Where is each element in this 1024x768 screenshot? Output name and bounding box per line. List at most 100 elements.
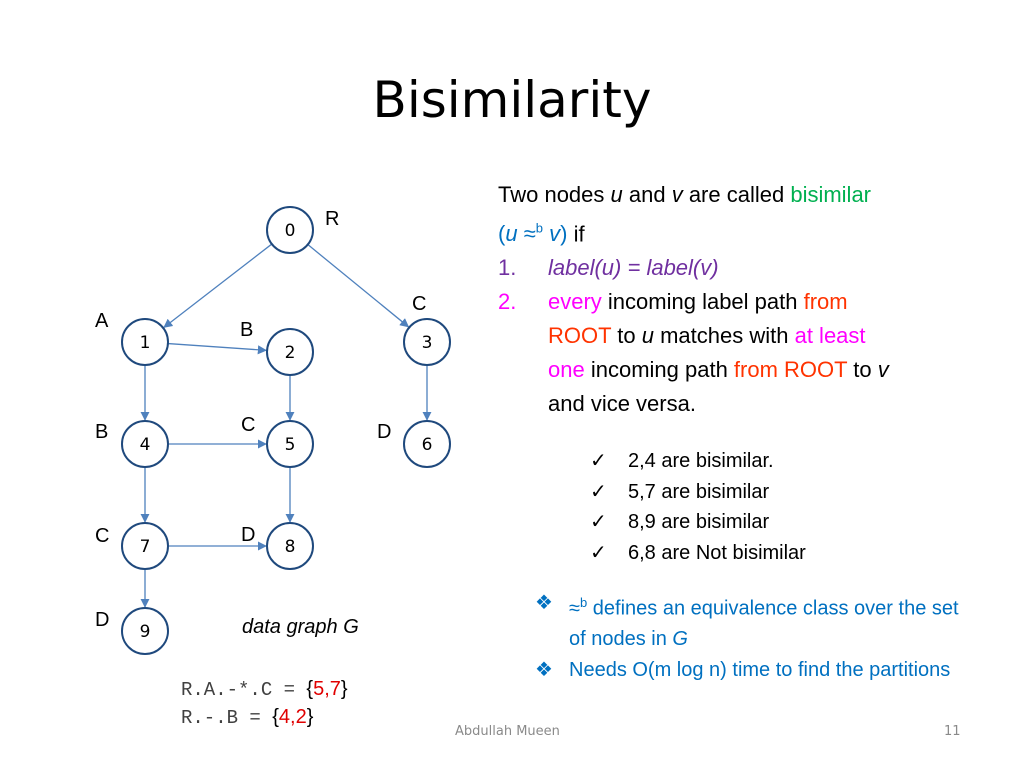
query-2-close: } — [306, 706, 314, 728]
checkmark-icon: ✓ — [590, 541, 607, 564]
def-text: are called — [682, 182, 791, 207]
notation-close: ) — [560, 221, 568, 247]
checkmark-icon: ✓ — [590, 480, 607, 503]
cond2-at-least: at least — [794, 323, 866, 349]
check-item-text: 5,7 are bisimilar — [628, 480, 770, 503]
node-7 — [121, 522, 169, 570]
cond2-one: one — [548, 357, 585, 383]
def-v: v — [671, 182, 683, 207]
check-item: ✓ 6,8 are Not bisimilar — [590, 538, 806, 569]
query-1: R.A.-*.C = {5,7} — [181, 678, 348, 701]
cond2-text: incoming path — [584, 357, 734, 383]
query-1-open: { — [306, 678, 314, 700]
node-id-2: 2 — [285, 343, 296, 363]
check-item-text: 2,4 are bisimilar. — [628, 450, 774, 472]
node-id-5: 5 — [285, 435, 296, 455]
node-label-9: D — [95, 609, 109, 631]
node-2 — [266, 328, 314, 376]
note-equivalence: ❖ ≈b defines an equivalence class over th… — [535, 588, 975, 655]
page-number: 11 — [944, 724, 961, 739]
checkmark-icon: ✓ — [590, 511, 607, 533]
check-item: ✓ 8,9 are bisimilar — [590, 507, 806, 538]
graph-caption: data graph G — [242, 616, 359, 638]
def-text: and — [622, 182, 672, 207]
def-u: u — [610, 182, 623, 207]
node-label-5: C — [241, 414, 255, 436]
node-label-4: B — [95, 421, 108, 443]
cond2-v: v — [877, 357, 889, 383]
node-label-3: C — [412, 293, 426, 315]
node-5 — [266, 420, 314, 468]
def-if: if — [567, 221, 585, 247]
node-4 — [121, 420, 169, 468]
bisimilarity-definition: Two nodes u and v are called bisimilar (… — [498, 178, 998, 421]
note-sup: b — [579, 595, 588, 610]
diamond-bullet-icon: ❖ — [535, 658, 553, 681]
cond2-root: ROOT — [548, 323, 612, 349]
node-label-7: C — [95, 525, 109, 547]
slide-title: Bisimilarity — [372, 71, 652, 129]
cond2-from-root: from ROOT — [733, 357, 848, 383]
notation-open: ( — [498, 221, 506, 247]
query-2-open: { — [272, 706, 279, 728]
notation-sup: b — [535, 221, 543, 236]
def-text: Two nodes — [498, 182, 611, 207]
cond2-text: matches with — [653, 323, 795, 349]
node-id-1: 1 — [140, 333, 151, 353]
cond2-text: and vice versa. — [548, 391, 696, 417]
condition-1-number: 1. — [498, 255, 517, 281]
note-text: Needs O(m log n) time to find the partit… — [569, 658, 951, 681]
diamond-bullet-icon: ❖ — [535, 592, 553, 614]
node-3 — [403, 318, 451, 366]
cond2-from: from — [803, 289, 848, 315]
edge-1-2 — [167, 342, 267, 355]
bisimilar-examples: ✓2,4 are bisimilar. ✓5,7 are bisimilar ✓… — [590, 446, 806, 568]
cond2-text: to — [847, 357, 878, 383]
def-notation: (u ≈b v) — [498, 221, 567, 246]
query-2-expr: R.-.B = — [181, 707, 273, 729]
cond2-u: u — [641, 323, 654, 349]
def-bisimilar: bisimilar — [790, 182, 872, 207]
edge-0-3 — [307, 244, 410, 328]
notation-v: v — [543, 221, 561, 247]
query-2: R.-.B = {4,2} — [181, 706, 313, 729]
node-8 — [266, 522, 314, 570]
node-label-1: A — [95, 310, 109, 332]
node-id-7: 7 — [140, 537, 151, 557]
definition-intro: Two nodes u and v are called bisimilar (… — [498, 178, 998, 251]
cond2-every: every — [548, 289, 602, 315]
edge-0-1 — [163, 243, 273, 328]
node-label-2: B — [240, 319, 253, 341]
cond2-text: incoming label path — [601, 289, 804, 315]
note-text: defines an equivalence class over the se… — [569, 597, 959, 651]
cond2-text: to — [611, 323, 642, 349]
check-item: ✓2,4 are bisimilar. — [590, 446, 806, 477]
notation-u: u — [505, 221, 518, 247]
node-6 — [403, 420, 451, 468]
node-label-0: R — [325, 208, 339, 230]
query-1-close: } — [340, 678, 348, 700]
query-1-expr: R.A.-*.C = — [181, 679, 307, 701]
condition-list: 1.label(u) = label(v) 2.every incoming l… — [498, 251, 998, 421]
footer-author: Abdullah Mueen — [455, 724, 560, 739]
note-g: G — [672, 628, 688, 651]
node-label-6: D — [377, 421, 391, 443]
node-id-4: 4 — [140, 435, 151, 455]
node-1 — [121, 318, 169, 366]
notes-list: ❖ ≈b defines an equivalence class over th… — [535, 588, 975, 685]
node-id-0: 0 — [285, 221, 296, 241]
check-item-text: 6,8 are Not bisimilar — [628, 541, 806, 564]
node-id-8: 8 — [285, 537, 296, 557]
note-rel: ≈ — [569, 597, 580, 620]
node-9 — [121, 607, 169, 655]
condition-1-text: label(u) = label(v) — [548, 255, 719, 281]
query-2-value: 4,2 — [278, 706, 307, 728]
check-item-text: 8,9 are bisimilar — [628, 511, 770, 533]
node-0 — [266, 206, 314, 254]
node-id-9: 9 — [140, 622, 151, 642]
node-id-6: 6 — [422, 435, 433, 455]
query-1-value: 5,7 — [313, 678, 341, 700]
check-item: ✓ 5,7 are bisimilar — [590, 477, 806, 508]
